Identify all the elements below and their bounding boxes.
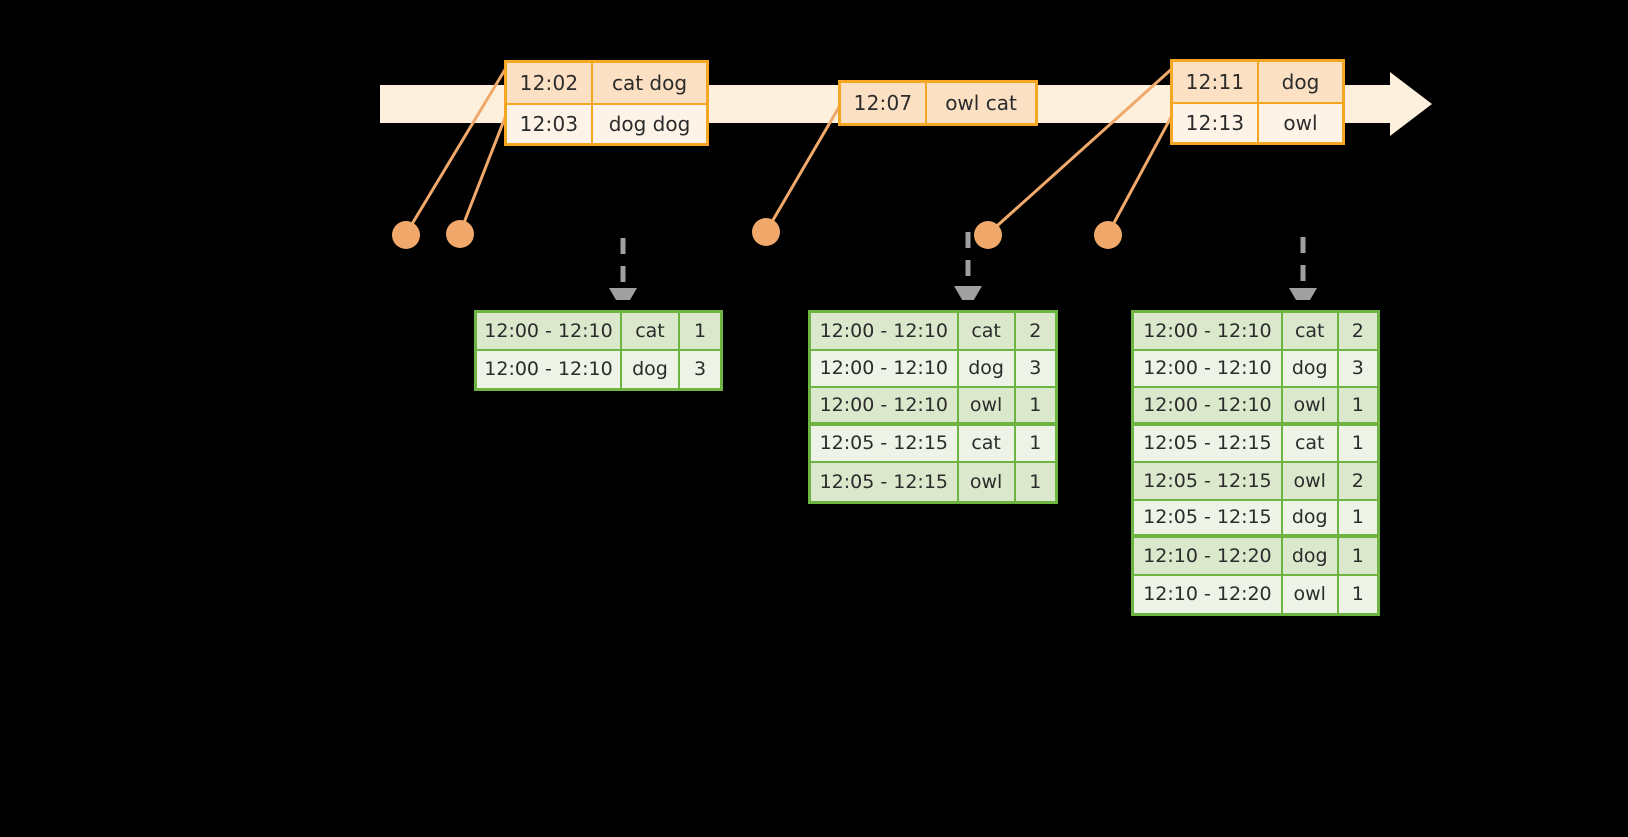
event-dot-1207[interactable] — [752, 218, 780, 246]
cell-count: 1 — [1351, 432, 1364, 455]
event-payload: dog dog — [608, 112, 691, 136]
cell-count: 3 — [1029, 357, 1042, 380]
event-group-3[interactable]: 12:11 dog 12:13 owl — [1170, 59, 1345, 145]
event-dot-1211[interactable] — [974, 221, 1002, 249]
cell-window: 12:00 - 12:10 — [477, 350, 622, 388]
event-time: 12:03 — [507, 105, 593, 143]
event-payload: dog — [1281, 70, 1320, 94]
cell-count: 3 — [693, 358, 707, 381]
event-time: 12:13 — [1173, 104, 1259, 142]
event-time: 12:11 — [1173, 62, 1259, 102]
event-row[interactable]: 12:13 owl — [1173, 102, 1342, 142]
cell-word: dog — [1283, 350, 1339, 386]
leader-line-1202 — [404, 67, 508, 235]
event-group-1[interactable]: 12:02 cat dog 12:03 dog dog — [504, 60, 709, 146]
cell-count: 2 — [1029, 319, 1042, 342]
cell-window: 12:00 - 12:10 — [1134, 350, 1283, 386]
cell-word: cat — [1283, 425, 1339, 461]
cell-window: 12:00 - 12:10 — [1134, 388, 1283, 422]
cell-count: 1 — [1351, 506, 1364, 529]
emit-arrow-head-2 — [954, 286, 982, 300]
cell-count: 1 — [1029, 432, 1042, 455]
cell-count: 1 — [693, 319, 707, 342]
cell-window: 12:05 - 12:15 — [1134, 425, 1283, 461]
event-payload: cat dog — [611, 71, 688, 95]
cell-count: 2 — [1351, 469, 1364, 492]
cell-count: 1 — [1029, 470, 1042, 493]
emit-arrow-heads — [609, 286, 1317, 300]
cell-count: 1 — [1351, 583, 1364, 606]
emit-arrow-head-1 — [609, 288, 637, 300]
cell-count: 1 — [1351, 393, 1364, 416]
cell-window: 12:05 - 12:15 — [811, 425, 959, 461]
cell-word: cat — [959, 313, 1016, 349]
event-dot-1202[interactable] — [392, 221, 420, 249]
cell-word: owl — [1283, 575, 1339, 613]
cell-word: dog — [1283, 500, 1339, 534]
cell-count: 1 — [1351, 544, 1364, 567]
event-time: 12:07 — [841, 83, 927, 123]
cell-word: dog — [959, 350, 1016, 386]
event-dot-1213[interactable] — [1094, 221, 1122, 249]
event-dot-1203[interactable] — [446, 220, 474, 248]
emit-arrows — [620, 232, 1306, 290]
event-payload: owl — [1283, 111, 1318, 135]
cell-word: owl — [959, 388, 1016, 422]
cell-window: 12:05 - 12:15 — [1134, 463, 1283, 499]
leader-line-1213 — [1106, 107, 1178, 235]
event-group-2[interactable]: 12:07 owl cat — [838, 80, 1038, 126]
cell-count: 2 — [1351, 319, 1364, 342]
cell-window: 12:10 - 12:20 — [1134, 575, 1283, 613]
cell-window: 12:00 - 12:10 — [811, 388, 959, 422]
cell-window: 12:05 - 12:15 — [1134, 500, 1283, 534]
event-row[interactable]: 12:02 cat dog — [507, 63, 706, 103]
cell-word: owl — [959, 463, 1016, 501]
emit-arrow-head-3 — [1289, 288, 1317, 300]
cell-word: cat — [959, 425, 1016, 461]
event-time: 12:02 — [507, 63, 593, 103]
cell-window: 12:00 - 12:10 — [811, 313, 959, 349]
event-row[interactable]: 12:07 owl cat — [841, 83, 1035, 123]
event-payload: owl cat — [945, 91, 1017, 115]
cell-word: cat — [1283, 313, 1339, 349]
event-row[interactable]: 12:11 dog — [1173, 62, 1342, 102]
event-row[interactable]: 12:03 dog dog — [507, 103, 706, 143]
timeline-graphics — [380, 64, 1432, 300]
stream-arrow-head — [1368, 72, 1432, 136]
cell-window: 12:00 - 12:10 — [811, 350, 959, 386]
cell-count: 3 — [1351, 357, 1364, 380]
leader-line-1207 — [764, 101, 844, 233]
cell-count: 1 — [1029, 393, 1042, 416]
cell-window: 12:05 - 12:15 — [811, 463, 959, 501]
cell-word: cat — [622, 313, 680, 349]
cell-word: dog — [1283, 538, 1339, 574]
cell-window: 12:00 - 12:10 — [477, 313, 622, 349]
cell-window: 12:10 - 12:20 — [1134, 538, 1283, 574]
cell-word: owl — [1283, 463, 1339, 499]
cell-word: owl — [1283, 388, 1339, 422]
cell-window: 12:00 - 12:10 — [1134, 313, 1283, 349]
cell-word: dog — [622, 350, 680, 388]
leader-line-1203 — [458, 109, 510, 234]
